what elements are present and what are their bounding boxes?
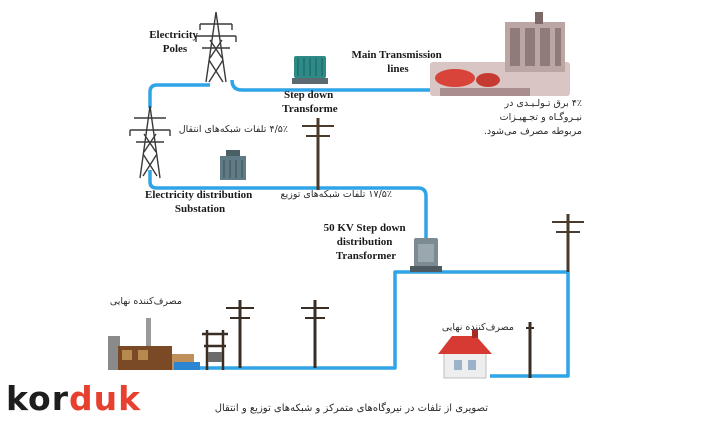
wooden-pole-bottom-2 xyxy=(301,300,329,368)
brand-logo-part2: duk xyxy=(69,379,142,418)
power-plant xyxy=(430,12,570,96)
lattice-tower-left xyxy=(129,105,171,179)
service-pole xyxy=(526,322,534,378)
poles-label: Electricity Poles xyxy=(149,29,201,55)
wooden-pole-right xyxy=(552,214,584,272)
step-down-transformer xyxy=(292,56,328,84)
wooden-pole-bottom-1 xyxy=(226,300,254,368)
transmission-loss-note: ۴/۵٪ تلفات شبکه‌های انتقال xyxy=(179,124,288,135)
factory-consumer xyxy=(108,318,200,370)
main-lines-label: Main Transmission lines xyxy=(351,49,444,75)
house-consumer xyxy=(438,330,492,379)
kv-transformer-label: 50 KV Step down distribution Transformer xyxy=(324,222,409,262)
substation-transformer xyxy=(220,150,246,180)
substation-label: Electricity distribution Substation xyxy=(145,189,255,215)
left-consumer-label: مصرف‌کننده نهایی xyxy=(110,296,182,307)
h-frame-pole xyxy=(202,330,228,370)
plant-loss-note: ۴٪ برق تـولـیـدی در نیـروگـاه و تجـهیـزا… xyxy=(484,98,582,137)
right-consumer-label: مصرف‌کننده نهایی xyxy=(442,322,514,333)
caption: تصویری از تلفات در نیروگاه‌های متمرکز و … xyxy=(215,402,488,414)
brand-logo-part1: kor xyxy=(6,379,70,418)
distribution-loss-note: ۱۷/۵٪ تلفات شبکه‌های توزیع xyxy=(281,189,392,200)
wooden-pole-mid xyxy=(302,118,334,190)
lattice-tower-top xyxy=(195,11,237,83)
brand-logo: korduk xyxy=(6,382,141,415)
kv-transformer xyxy=(410,238,442,272)
step-down-label: Step down Transforme xyxy=(282,89,338,115)
